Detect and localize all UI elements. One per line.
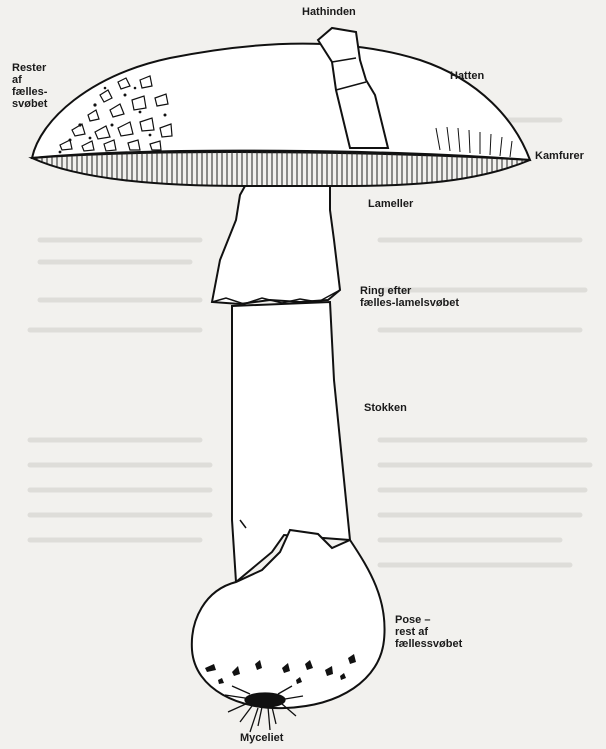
label-stokken: Stokken	[364, 402, 407, 414]
label-hatten: Hatten	[450, 70, 484, 82]
label-lameller: Lameller	[368, 198, 413, 210]
label-kamfurer: Kamfurer	[535, 150, 584, 162]
upper-stem	[212, 186, 340, 304]
label-rester-af-faellessvoebet: Rester af fælles- svøbet	[12, 62, 47, 110]
label-hathinden: Hathinden	[302, 6, 356, 18]
label-pose-rest-af-faellessvoebet: Pose – rest af fællessvøbet	[395, 614, 462, 650]
gills	[32, 151, 530, 186]
label-myceliet: Myceliet	[240, 732, 283, 744]
label-ring: Ring efter fælles-lamelsvøbet	[360, 285, 459, 309]
